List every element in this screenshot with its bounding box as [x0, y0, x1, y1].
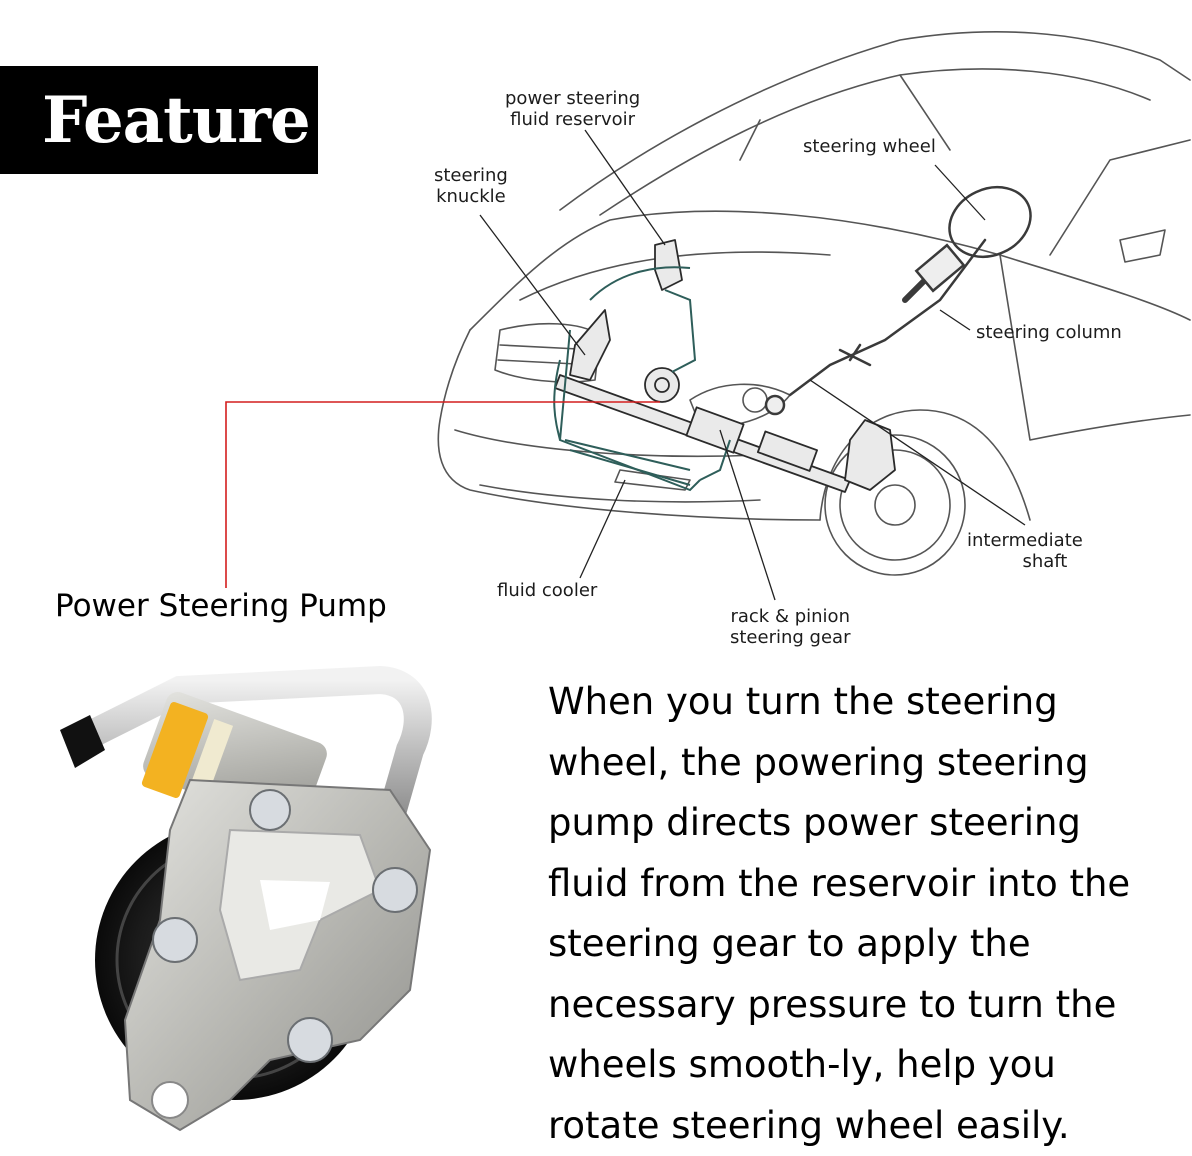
pump-title: Power Steering Pump [55, 588, 387, 624]
pump-pointer-line [226, 402, 660, 588]
description-line: wheels smooth-ly, help you [548, 1035, 1178, 1096]
steering-components [766, 174, 1042, 414]
description-line: When you turn the steering [548, 672, 1178, 733]
power-steering-pump-image [30, 660, 500, 1140]
label-line: intermediate [967, 530, 1083, 551]
label-line: knuckle [434, 186, 508, 207]
description-line: steering gear to apply the [548, 914, 1178, 975]
label-line: shaft [967, 551, 1083, 572]
label-line: rack & pinion [730, 606, 850, 627]
label-line: steering [434, 165, 508, 186]
description-line: fluid from the reservoir into the [548, 854, 1178, 915]
label-line: steering gear [730, 627, 850, 648]
label-line: fluid reservoir [505, 109, 640, 130]
description-line: necessary pressure to turn the [548, 975, 1178, 1036]
label-fluid-cooler: fluid cooler [497, 580, 597, 601]
label-steering-wheel: steering wheel [803, 136, 936, 157]
description-text: When you turn the steering wheel, the po… [548, 672, 1178, 1156]
leader-lines [480, 130, 1025, 600]
description-line: pump directs power steering [548, 793, 1178, 854]
label-rack-pinion: rack & pinion steering gear [730, 606, 850, 648]
label-steering-column: steering column [976, 322, 1122, 343]
label-intermediate-shaft: intermediate shaft [967, 530, 1083, 572]
description-line: wheel, the powering steering [548, 733, 1178, 794]
label-line: power steering [505, 88, 640, 109]
label-steering-knuckle: steering knuckle [434, 165, 508, 207]
label-fluid-reservoir: power steering fluid reservoir [505, 88, 640, 130]
description-line: rotate steering wheel easily. [548, 1096, 1178, 1156]
